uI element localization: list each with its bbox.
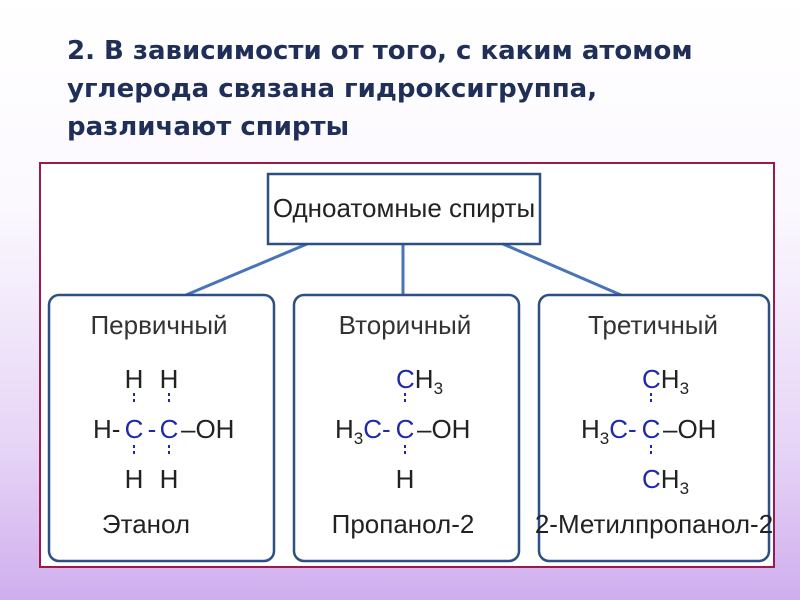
ethanol-h-top-left: H <box>125 364 144 394</box>
primary-box <box>47 293 276 563</box>
secondary-heading: Вторичный <box>339 310 472 340</box>
diagram-frame: Одноатомные спирты Первичный Вторичный Т… <box>39 162 775 568</box>
title-line-2: углерода связана гидроксигруппа, <box>67 74 598 104</box>
propanol-h3c-left: H3C- <box>335 414 391 448</box>
connector-tertiary <box>502 242 622 297</box>
methylpropanol-formula: CH3 H3C- C –OH CH3 <box>581 364 716 498</box>
ethanol-oh: –OH <box>181 414 234 444</box>
propanol-oh: –OH <box>417 414 470 444</box>
ethanol-h-bottom-right: H <box>160 464 179 494</box>
connector-primary <box>185 242 308 297</box>
secondary-box <box>292 293 521 563</box>
primary-heading: Первичный <box>90 310 227 340</box>
root-label: Одноатомные спирты <box>273 193 535 223</box>
tertiary-name: 2-Метилпропанол-2 <box>535 509 773 539</box>
title-line-1: 2. В зависимости от того, с каким атомом <box>67 36 693 66</box>
ethanol-c2: C <box>160 414 179 444</box>
slide-title: 2. В зависимости от того, с каким атомом… <box>67 32 767 146</box>
propanol-ch3-top: CH3 <box>396 364 443 398</box>
ethanol-formula: H H H- C - C –OH H H <box>93 364 234 494</box>
connectors <box>185 242 622 297</box>
methylpropanol-ch3-bottom: CH3 <box>642 464 689 498</box>
ethanol-c1: C <box>125 414 144 444</box>
methylpropanol-ch3-top: CH3 <box>642 364 689 398</box>
root-box <box>266 172 542 246</box>
methylpropanol-h3c-left: H3C- <box>581 414 637 448</box>
propanol-formula: CH3 H3C- C –OH H <box>335 364 470 494</box>
methylpropanol-oh: –OH <box>663 414 716 444</box>
secondary-name: Пропанол-2 <box>332 509 475 539</box>
ethanol-cc-bond: - <box>148 414 157 444</box>
methylpropanol-center-c: C <box>642 414 661 444</box>
primary-name: Этанол <box>102 509 190 539</box>
propanol-h-bottom: H <box>396 464 415 494</box>
ethanol-h-top-right: H <box>160 364 179 394</box>
tertiary-heading: Третичный <box>588 310 718 340</box>
ethanol-h-left: H- <box>93 414 120 444</box>
title-line-3: различают спирты <box>67 112 350 142</box>
classification-diagram: Одноатомные спирты Первичный Вторичный Т… <box>47 172 773 563</box>
ethanol-h-bottom-left: H <box>125 464 144 494</box>
propanol-center-c: C <box>396 414 415 444</box>
tertiary-box <box>537 293 771 563</box>
